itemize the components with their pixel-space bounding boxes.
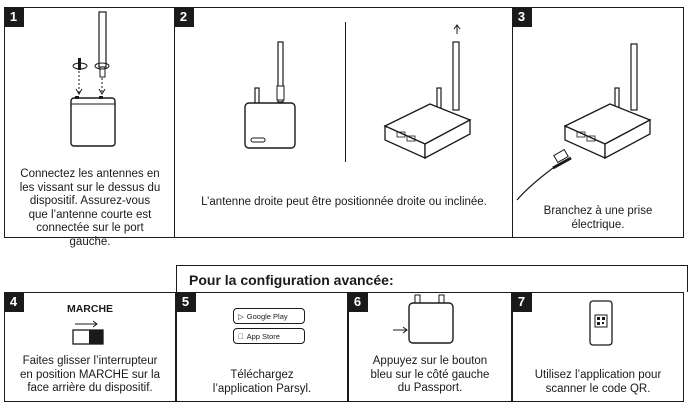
step-number: 6 [347, 291, 368, 312]
step-3-panel: 3 Branchez à une prise électrique. [511, 6, 684, 238]
step-caption: Faites glisser l’interrupteur en positio… [20, 355, 160, 394]
step-4-panel: 4 MARCHE Faites glisser l’interrupteur e… [3, 291, 176, 402]
apple-icon:  [238, 332, 244, 341]
step-7-panel: 7 Utilisez l’application pour scanner le… [511, 291, 684, 402]
step-caption: Utilisez l’application pour scanner le c… [534, 369, 662, 395]
advanced-config-title: Pour la configuration avancée: [176, 265, 688, 292]
step-number: 4 [3, 291, 24, 312]
step-5-panel: 5 ▷ Google Play  App Store Téléchargez … [175, 291, 348, 402]
step-number: 2 [173, 6, 194, 27]
step-caption: Appuyez sur le bouton bleu sur le côté g… [370, 355, 490, 394]
step-number: 1 [3, 6, 24, 27]
step-caption: Branchez à une prise électrique. [543, 205, 653, 231]
step-2-panel: 2 L’antenne droite peut être positionnée… [173, 6, 514, 238]
store-label: App Store [241, 331, 280, 341]
switch-label: MARCHE [66, 303, 114, 315]
device-antenna-illustration [70, 11, 116, 147]
step-number: 5 [175, 291, 196, 312]
store-label: Google Play [246, 311, 288, 321]
google-play-badge[interactable]: ▷ Google Play [233, 308, 305, 324]
switch-illustration [72, 320, 104, 345]
device-button-illustration [393, 294, 454, 344]
device-upright-illustration [244, 41, 296, 149]
step-6-panel: 6 Appuyez sur le bouton bleu sur le côté… [347, 291, 512, 402]
google-play-icon: ▷ [238, 311, 244, 321]
step-1-panel: 1 Connectez les antennes en les vissant … [3, 6, 176, 248]
step-caption: Téléchargez l’application Parsyl. [212, 369, 312, 395]
step-number: 7 [511, 291, 532, 312]
phone-qr-icon [589, 300, 613, 346]
step-caption: L’antenne droite peut être positionnée d… [201, 196, 487, 208]
divider [345, 22, 346, 162]
app-store-badge[interactable]:  App Store [233, 328, 305, 344]
step-number: 3 [511, 6, 532, 27]
step-caption: Connectez les antennes en les vissant su… [19, 168, 161, 248]
device-tilted-illustration [383, 24, 472, 160]
device-plugged-illustration [516, 43, 652, 201]
